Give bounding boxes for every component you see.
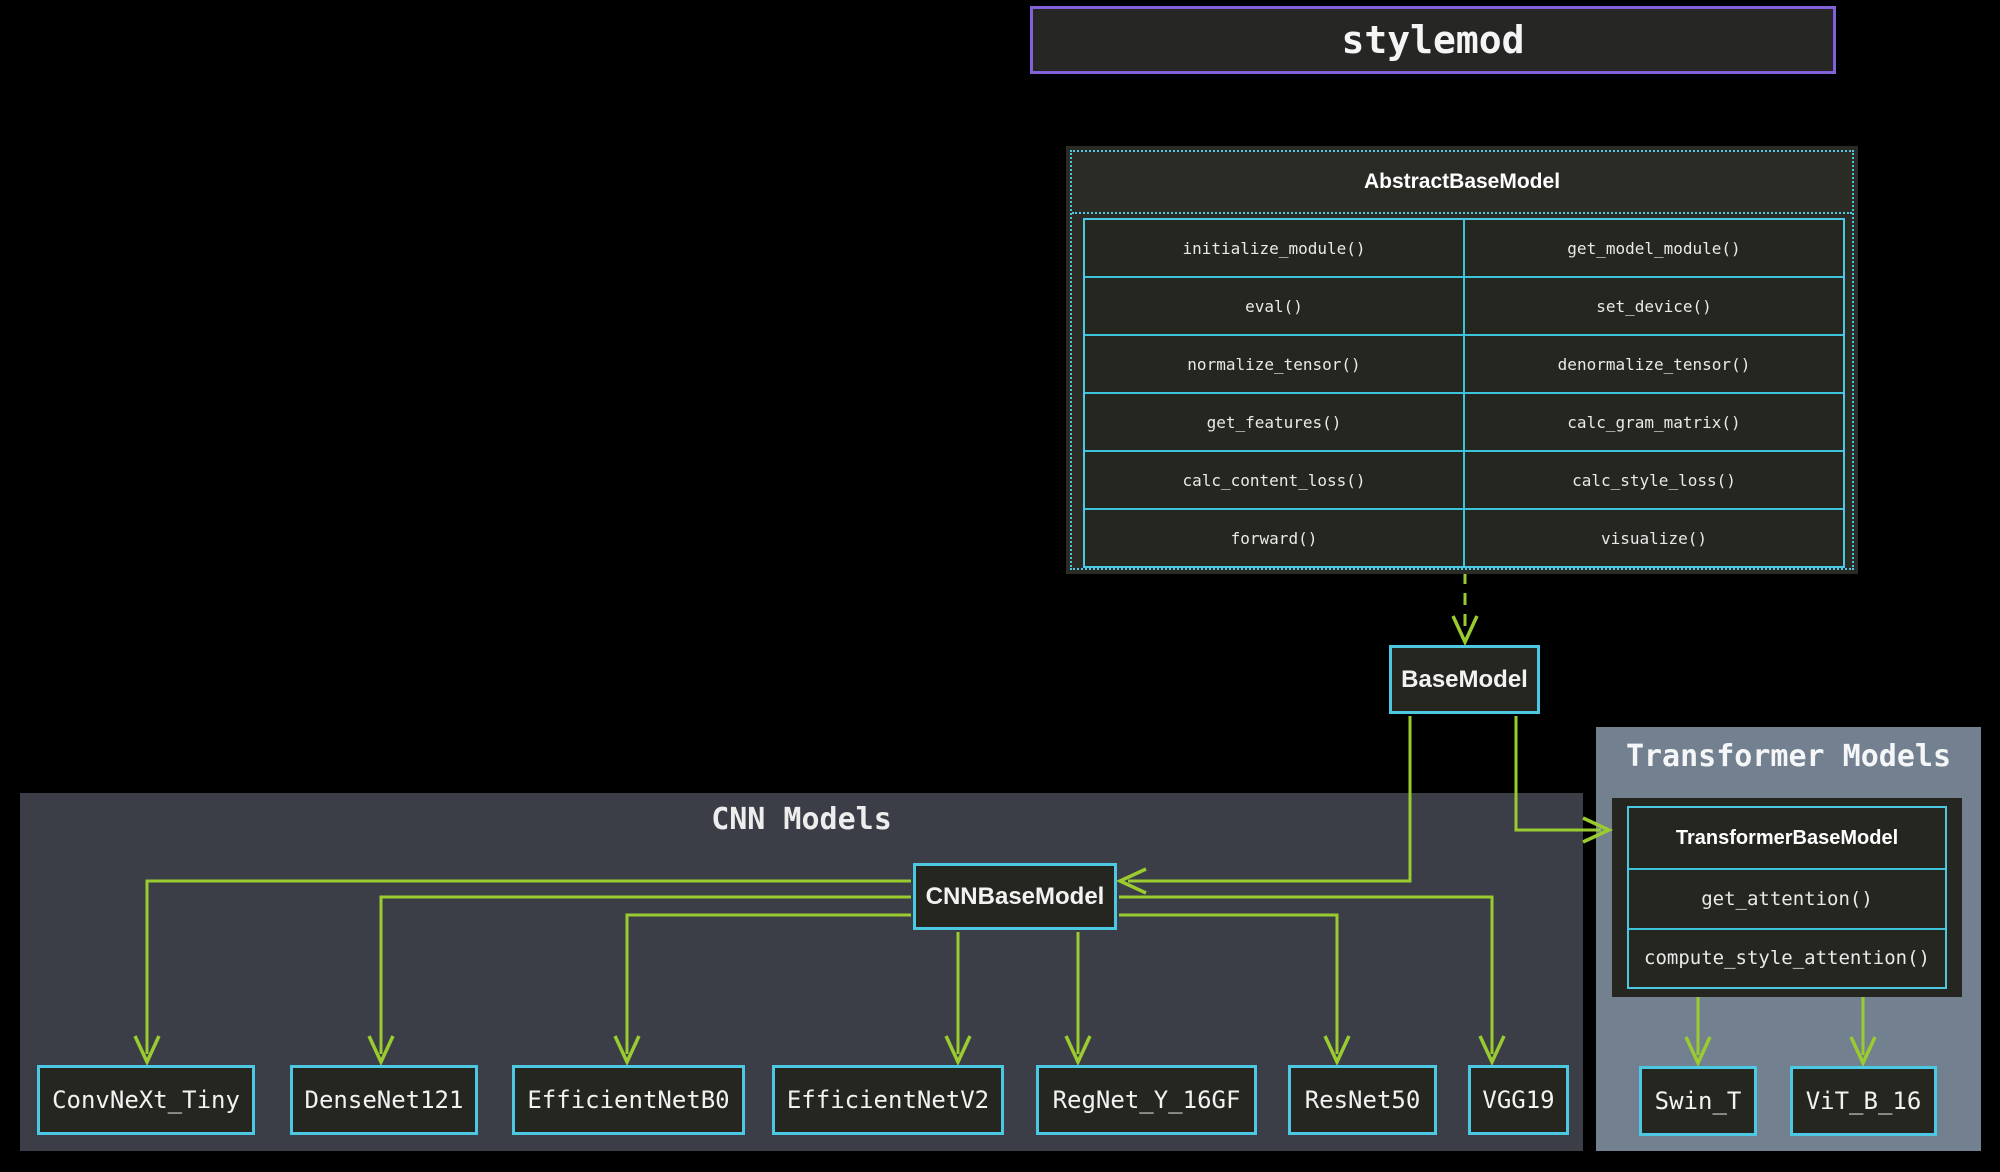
node-efficientnetv2: EfficientNetV2: [772, 1065, 1004, 1135]
method-cell: eval(): [1085, 278, 1463, 334]
node-vit-b-16: ViT_B_16: [1790, 1066, 1937, 1136]
transformer-base-model-title: TransformerBaseModel: [1629, 808, 1945, 868]
node-efficientnetb0: EfficientNetB0: [512, 1065, 745, 1135]
abstract-base-model-node: AbstractBaseModel initialize_module() ge…: [1066, 146, 1858, 574]
method-cell: normalize_tensor(): [1085, 336, 1463, 392]
node-vgg19: VGG19: [1468, 1065, 1569, 1135]
node-swin-t: Swin_T: [1639, 1066, 1757, 1136]
node-convnext-tiny: ConvNeXt_Tiny: [37, 1065, 255, 1135]
method-cell: calc_content_loss(): [1085, 452, 1463, 508]
node-cnnbasemodel: CNNBaseModel: [913, 863, 1117, 930]
cnn-models-group-title: CNN Models: [20, 793, 1583, 837]
method-cell: calc_gram_matrix(): [1465, 394, 1843, 450]
node-regnet-y-16gf: RegNet_Y_16GF: [1036, 1065, 1257, 1135]
method-cell: get_attention(): [1629, 870, 1945, 928]
method-cell: calc_style_loss(): [1465, 452, 1843, 508]
transformer-base-model-table: TransformerBaseModel get_attention() com…: [1627, 806, 1947, 989]
method-cell: forward(): [1085, 510, 1463, 566]
arrowhead-BaseModel: [1453, 616, 1477, 642]
transformer-base-model-backdrop: TransformerBaseModel get_attention() com…: [1612, 798, 1962, 997]
node-resnet50: ResNet50: [1288, 1065, 1437, 1135]
abstract-base-model-method-table: initialize_module() get_model_module() e…: [1083, 218, 1845, 568]
transformer-models-group-title: Transformer Models: [1596, 727, 1981, 774]
abstract-base-model-title: AbstractBaseModel: [1072, 152, 1852, 214]
method-cell: get_features(): [1085, 394, 1463, 450]
method-cell: get_model_module(): [1465, 220, 1843, 276]
method-cell: denormalize_tensor(): [1465, 336, 1843, 392]
method-cell: visualize(): [1465, 510, 1843, 566]
node-basemodel: BaseModel: [1389, 645, 1540, 714]
method-cell: set_device(): [1465, 278, 1843, 334]
package-title: stylemod: [1030, 6, 1836, 74]
node-densenet121: DenseNet121: [290, 1065, 478, 1135]
method-cell: compute_style_attention(): [1629, 930, 1945, 988]
method-cell: initialize_module(): [1085, 220, 1463, 276]
